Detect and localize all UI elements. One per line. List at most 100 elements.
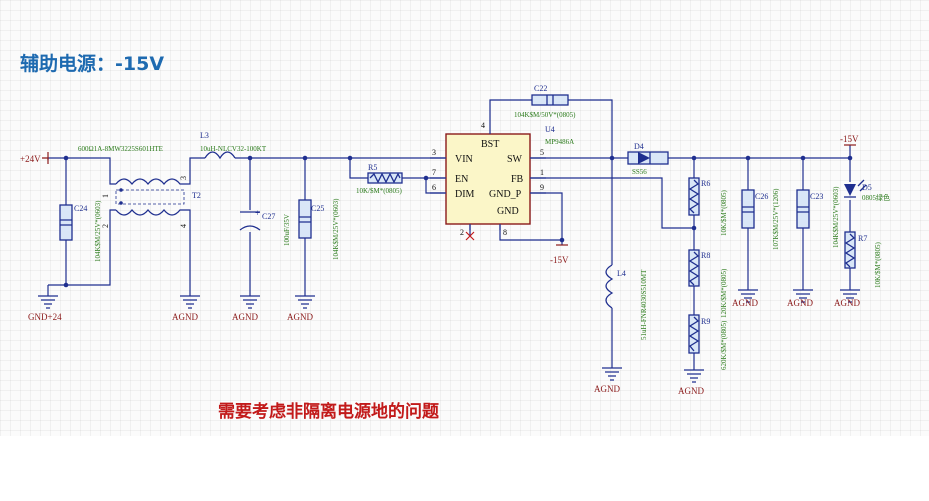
schematic-title: 辅助电源：-15V bbox=[20, 52, 164, 75]
svg-text:AGND: AGND bbox=[594, 384, 620, 394]
net-neg15-ic-port: -15V bbox=[550, 244, 569, 265]
svg-text:C27: C27 bbox=[262, 212, 275, 221]
svg-text:AGND: AGND bbox=[834, 298, 860, 308]
svg-text:107K$M/25V*(1206): 107K$M/25V*(1206) bbox=[772, 188, 780, 250]
junction-dots bbox=[63, 155, 853, 288]
svg-text:3: 3 bbox=[432, 148, 436, 157]
svg-text:104K$M/25V*(0603): 104K$M/25V*(0603) bbox=[94, 200, 102, 262]
svg-text:C23: C23 bbox=[810, 192, 823, 201]
svg-text:6: 6 bbox=[432, 183, 436, 192]
svg-text:D5: D5 bbox=[862, 183, 872, 192]
svg-text:AGND: AGND bbox=[787, 298, 813, 308]
ic-u4: VIN EN DIM BST SW FB GND_P GND 3 7 6 5 1… bbox=[430, 121, 574, 237]
svg-text:AGND: AGND bbox=[678, 386, 704, 396]
svg-text:R9: R9 bbox=[701, 317, 710, 326]
resistor-r9: R9 620K/$M*(0805) bbox=[688, 314, 728, 370]
resistor-r7: R7 10K/$M*(0805) bbox=[844, 231, 882, 288]
agnd-l4-symbol: AGND bbox=[594, 367, 622, 394]
agnd-c25-symbol: AGND bbox=[287, 295, 315, 322]
capacitor-c24: C24 104K$M/25V*(0603) bbox=[59, 200, 102, 262]
svg-text:1: 1 bbox=[101, 194, 110, 198]
svg-text:5: 5 bbox=[540, 148, 544, 157]
svg-text:C24: C24 bbox=[74, 204, 87, 213]
svg-text:R7: R7 bbox=[858, 234, 867, 243]
led-d5: D5 0805绿色 bbox=[844, 179, 890, 202]
svg-text:4: 4 bbox=[179, 224, 188, 228]
svg-text:600Ω1A-8MW3225S601HTE: 600Ω1A-8MW3225S601HTE bbox=[78, 145, 163, 153]
agnd-r9-symbol: AGND bbox=[678, 369, 704, 396]
svg-text:L4: L4 bbox=[617, 269, 626, 278]
svg-text:2: 2 bbox=[460, 228, 464, 237]
capacitor-c26: C26 107K$M/25V*(1206) bbox=[741, 188, 780, 250]
svg-text:L3: L3 bbox=[200, 131, 209, 140]
diode-d4: D4 SS56 bbox=[627, 142, 669, 176]
net-vin-port: +24V bbox=[20, 152, 49, 164]
svg-text:100uF/35V: 100uF/35V bbox=[283, 214, 291, 246]
svg-text:GND: GND bbox=[497, 206, 519, 217]
capacitor-c23: C23 104K$M/25V*(0603) bbox=[796, 186, 840, 248]
svg-text:10K/$M*(0805): 10K/$M*(0805) bbox=[720, 189, 728, 236]
svg-text:0805绿色: 0805绿色 bbox=[862, 193, 890, 202]
svg-text:T2: T2 bbox=[192, 191, 201, 200]
svg-text:GND+24: GND+24 bbox=[28, 312, 62, 322]
svg-text:R6: R6 bbox=[701, 179, 710, 188]
svg-text:7: 7 bbox=[432, 168, 436, 177]
svg-text:51uH-FNR4030S510MT: 51uH-FNR4030S510MT bbox=[640, 269, 648, 340]
svg-text:BST: BST bbox=[481, 139, 499, 150]
svg-text:8: 8 bbox=[503, 228, 507, 237]
resistor-r5: R5 10K/$M*(0805) bbox=[356, 163, 403, 195]
svg-text:AGND: AGND bbox=[732, 298, 758, 308]
svg-text:10K/$M*(0805): 10K/$M*(0805) bbox=[874, 241, 882, 288]
agnd-r7-symbol: AGND bbox=[834, 289, 860, 308]
svg-text:620K/$M*(0805): 620K/$M*(0805) bbox=[720, 320, 728, 370]
svg-text:AGND: AGND bbox=[172, 312, 198, 322]
wires bbox=[47, 99, 851, 370]
svg-text:-15V: -15V bbox=[840, 134, 859, 144]
svg-text:R8: R8 bbox=[701, 251, 710, 260]
svg-text:EN: EN bbox=[455, 174, 468, 185]
svg-text:104K$M/25V*(0603): 104K$M/25V*(0603) bbox=[332, 198, 340, 260]
svg-text:VIN: VIN bbox=[455, 154, 473, 165]
svg-text:AGND: AGND bbox=[232, 312, 258, 322]
svg-text:4: 4 bbox=[481, 121, 485, 130]
svg-text:3: 3 bbox=[179, 176, 188, 180]
svg-text:C22: C22 bbox=[534, 84, 547, 93]
inductor-l4: L4 51uH-FNR4030S510MT bbox=[605, 264, 648, 340]
schematic-sheet: 辅助电源：-15V 需要考虑非隔离电源地的问题 bbox=[0, 0, 929, 436]
net-vout-port: -15V bbox=[840, 134, 859, 146]
capacitor-c25: C25 104K$M/25V*(0603) bbox=[298, 198, 340, 260]
svg-text:FB: FB bbox=[511, 174, 524, 185]
svg-text:D4: D4 bbox=[634, 142, 644, 151]
agnd-t2-symbol: AGND bbox=[172, 295, 200, 322]
svg-text:SS56: SS56 bbox=[632, 168, 647, 176]
svg-text:10uH-NLCV32-100KT: 10uH-NLCV32-100KT bbox=[200, 145, 267, 153]
svg-text:U4: U4 bbox=[545, 125, 555, 134]
svg-text:+: + bbox=[255, 208, 260, 218]
svg-text:AGND: AGND bbox=[287, 312, 313, 322]
svg-text:104K$M/50V*(0805): 104K$M/50V*(0805) bbox=[514, 111, 576, 119]
svg-text:SW: SW bbox=[507, 154, 523, 165]
schematic-diagram: 辅助电源：-15V 需要考虑非隔离电源地的问题 bbox=[20, 52, 890, 422]
svg-text:MP9486A: MP9486A bbox=[545, 138, 574, 146]
agnd-c27-symbol: AGND bbox=[232, 295, 260, 322]
svg-text:10K/$M*(0805): 10K/$M*(0805) bbox=[356, 187, 403, 195]
resistor-r8: R8 120K/$M*(0805) bbox=[688, 249, 728, 318]
svg-text:+24V: +24V bbox=[20, 154, 41, 164]
choke-t2: T2 600Ω1A-8MW3225S601HTE 1 2 3 4 bbox=[78, 145, 201, 228]
svg-text:R5: R5 bbox=[368, 163, 377, 172]
inductor-l3: L3 10uH-NLCV32-100KT bbox=[200, 131, 267, 160]
svg-text:104K$M/25V*(0603): 104K$M/25V*(0603) bbox=[832, 186, 840, 248]
agnd-c23-symbol: AGND bbox=[787, 289, 813, 308]
capacitor-c22: C22 104K$M/50V*(0805) bbox=[514, 84, 576, 119]
svg-text:C25: C25 bbox=[311, 204, 324, 213]
svg-text:1: 1 bbox=[540, 168, 544, 177]
agnd-c26-symbol: AGND bbox=[732, 289, 758, 308]
resistor-r6: R6 10K/$M*(0805) bbox=[688, 177, 728, 236]
svg-text:GND_P: GND_P bbox=[489, 189, 522, 200]
design-note: 需要考虑非隔离电源地的问题 bbox=[218, 401, 440, 422]
gnd24-symbol: GND+24 bbox=[28, 290, 62, 322]
capacitor-c27: C27 + 100uF/35V bbox=[239, 208, 291, 246]
svg-text:2: 2 bbox=[101, 224, 110, 228]
svg-text:C26: C26 bbox=[755, 192, 768, 201]
svg-text:DIM: DIM bbox=[455, 189, 475, 200]
